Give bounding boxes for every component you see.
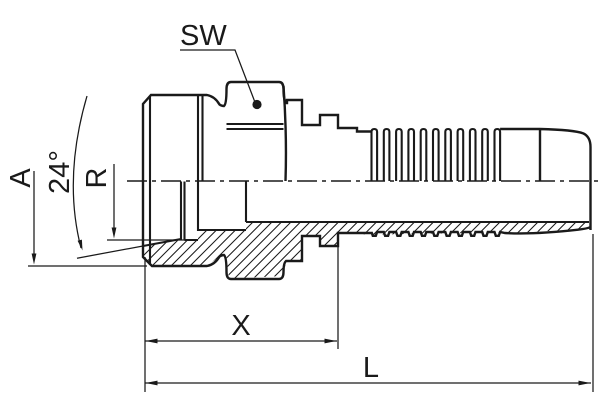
bore-lines [179,181,589,242]
label-layer: SW A 24° R X L [5,20,379,384]
part-outline-layer [141,80,592,281]
hex-flat-lines [226,122,284,131]
a-arrowhead [31,253,37,265]
sw-leader-line [180,49,256,102]
label-angle: 24° [44,150,76,194]
x-arrowhead-left [145,338,158,344]
l-arrowhead-left [145,380,158,386]
end-cap [500,127,592,230]
angle-arc [72,95,88,249]
thread-runout-lines [196,95,204,181]
label-l: L [363,352,379,384]
arrowheads-and-markers [31,99,591,386]
angle-arrowhead [77,239,83,251]
r-arrowhead [111,227,117,239]
hex-right-edge [282,85,288,182]
label-x: X [231,310,250,342]
label-sw: SW [180,20,227,52]
dimension-layer [28,49,594,392]
label-r: R [81,168,113,189]
barb-ribs [370,127,502,181]
outline-bottom-section [141,226,591,281]
section-hatch-region [143,222,591,279]
x-arrowhead-right [324,338,337,344]
label-a: A [5,168,37,188]
l-arrowhead-right [578,380,591,386]
sw-leader-dot [252,99,262,110]
x-extension-lines [144,241,339,392]
cone-extension-line [76,245,144,259]
